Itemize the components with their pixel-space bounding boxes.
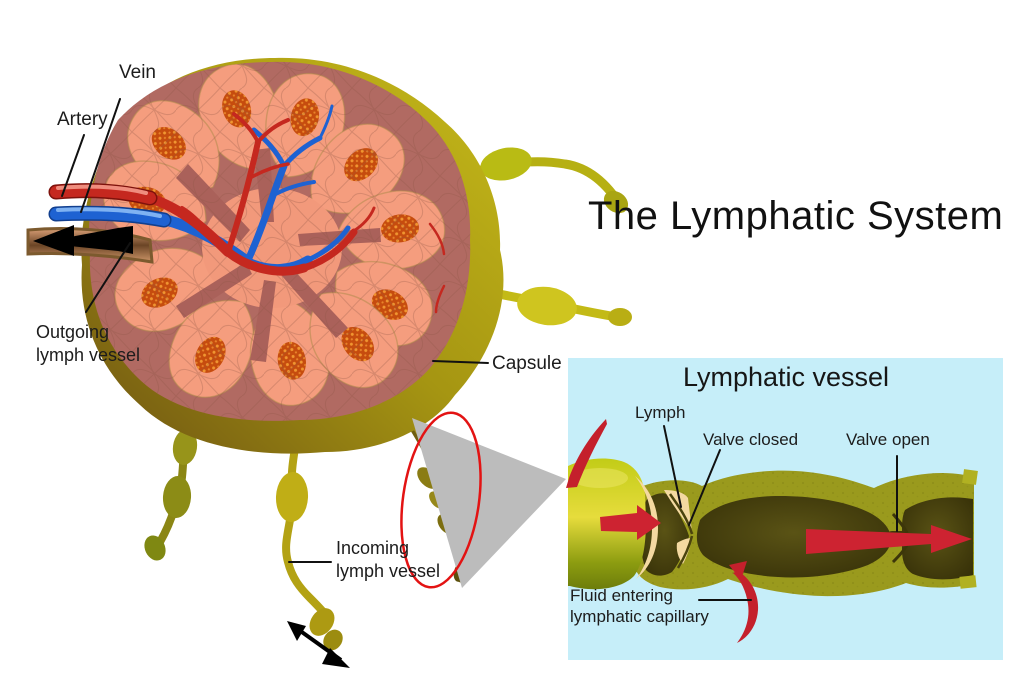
vein-leader-line (80, 98, 121, 213)
leader-lines (61, 98, 898, 601)
capsule-leader-line (432, 360, 489, 364)
incoming-lymph-vessel-label: Incoming lymph vessel (336, 538, 441, 581)
outgoing-flow-arrow (33, 225, 133, 256)
lumen-chamber-middle (696, 496, 891, 578)
valve-closed-leader-line (688, 449, 721, 526)
lymph-leader-line (663, 425, 682, 508)
lymph-flow-arrows (566, 419, 972, 643)
cut-rim-cream (635, 476, 658, 579)
outgoing-lymph-vessel-label: Outgoing lymph vessel (36, 322, 141, 365)
outgoing-lymph-vessel-tube (26, 225, 154, 264)
valve-closed-flaps (664, 490, 694, 569)
vessel-cut-end-tabs (959, 469, 978, 589)
vein-label: Vein (119, 62, 156, 83)
valve-open-label: Valve open (846, 430, 930, 449)
fluid-entering-curved-arrow (729, 561, 759, 643)
fluid-entering-label: Fluid entering lymphatic capillary (570, 586, 709, 627)
afferent-vessels-bottom (144, 396, 343, 651)
magnifier-cone (412, 418, 566, 588)
artery-leader-line (61, 134, 85, 197)
diagram-title: The Lymphatic System (588, 194, 1004, 238)
vein-tube (48, 205, 172, 228)
fluid-entry-swoosh-arrow (566, 419, 607, 488)
artery-tube (48, 183, 158, 206)
magnifier-ellipse (400, 411, 482, 589)
capsule-label: Capsule (492, 353, 562, 374)
artery-label: Artery (57, 109, 108, 130)
inset-title: Lymphatic vessel (682, 362, 890, 392)
valve-open-flaps (891, 513, 909, 564)
inset-lymphatic-vessel (566, 419, 978, 643)
artery-branches (145, 112, 446, 314)
incoming-flow-arrow (287, 621, 350, 668)
lymph-label: Lymph (635, 403, 686, 422)
valve-closed-label: Valve closed (703, 430, 799, 449)
outgoing-leader-line (85, 242, 131, 313)
flow-arrow-long (806, 525, 972, 554)
flow-arrow-small (600, 505, 661, 540)
